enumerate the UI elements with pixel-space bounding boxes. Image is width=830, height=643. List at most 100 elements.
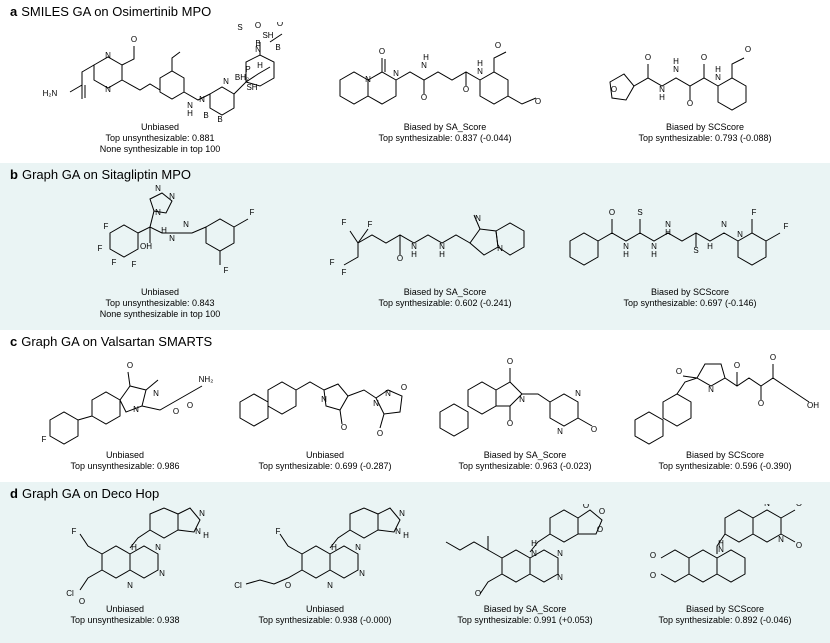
atom-label: N	[778, 535, 784, 544]
molecule-d4: NNHNOOOO Biased by SCScore Top synthesiz…	[625, 504, 825, 626]
atom-label: N	[133, 405, 139, 414]
atom-label: H	[331, 543, 337, 552]
atom-label: H	[423, 53, 429, 62]
atom-label: O	[79, 597, 85, 604]
caption-line: Top synthesizable: 0.596 (-0.390)	[658, 461, 792, 471]
atom-label: H	[187, 109, 193, 118]
atom-label: B	[255, 39, 260, 48]
atom-label: H	[665, 228, 671, 237]
caption-line: Unbiased	[140, 287, 180, 297]
caption-line: Unbiased	[305, 604, 345, 614]
atom-label: N	[255, 45, 261, 54]
atom-label: N	[359, 569, 365, 578]
atom-label: O	[397, 254, 403, 263]
atom-label: O	[535, 97, 541, 106]
atom-label: F	[72, 527, 77, 536]
atom-label: F	[112, 258, 117, 267]
atom-label: BH₂	[235, 73, 249, 82]
atom-label: F	[98, 244, 103, 253]
caption-line: Top unsynthesizable: 0.986	[70, 461, 180, 471]
atom-label: P	[245, 65, 250, 74]
atom-label: N	[395, 527, 401, 536]
atom-label: N	[155, 543, 161, 552]
caption-line: Top synthesizable: 0.837 (-0.044)	[378, 133, 512, 143]
atom-label: O	[127, 361, 133, 370]
atom-label: N	[169, 192, 175, 201]
atom-label: N	[127, 581, 133, 590]
atom-label: N	[327, 581, 333, 590]
atom-label: O	[650, 571, 656, 580]
atom-label: N	[105, 85, 111, 94]
atom-label: N	[665, 220, 671, 229]
atom-label: O	[341, 423, 347, 432]
atom-label: F	[784, 222, 789, 231]
atom-label: O	[131, 35, 137, 44]
atom-label: O	[495, 41, 501, 50]
caption-line: Unbiased	[105, 604, 145, 614]
atom-label: N	[673, 65, 679, 74]
structure-image: NNHNOOOO	[650, 504, 802, 583]
atom-label: F	[276, 527, 281, 536]
atom-label: O	[645, 53, 651, 62]
caption-line: Biased by SCScore	[685, 450, 765, 460]
atom-label: N	[169, 234, 175, 243]
atom-label: N	[411, 242, 417, 251]
caption-line: Unbiased	[305, 450, 345, 460]
atom-label: O	[609, 208, 615, 217]
atom-label: H	[707, 242, 713, 251]
atom-label: O	[377, 429, 383, 438]
caption-line: Biased by SA_Score	[483, 604, 567, 614]
atom-label: H	[477, 59, 483, 68]
caption-line: Top unsynthesizable: 0.938	[70, 615, 180, 625]
atom-label: O	[583, 504, 589, 510]
atom-label: O	[701, 53, 707, 62]
atom-label: O	[507, 419, 513, 428]
atom-label: O	[173, 407, 179, 416]
atom-label: F	[104, 222, 109, 231]
atom-label: O	[463, 85, 469, 94]
atom-label: N	[519, 395, 525, 404]
caption-line: Biased by SA_Score	[483, 450, 567, 460]
atom-label: H	[715, 65, 721, 74]
atom-label: OH	[140, 242, 152, 251]
caption-line: Top unsynthesizable: 0.881	[105, 133, 215, 143]
atom-label: O	[285, 581, 291, 590]
atom-label: O	[770, 353, 776, 362]
caption-line: Top synthesizable: 0.602 (-0.241)	[378, 298, 512, 308]
atom-label: H	[531, 539, 537, 548]
atom-label: N	[365, 75, 371, 84]
atom-label: O	[599, 507, 605, 516]
atom-label: H	[403, 531, 409, 540]
atom-label: H	[659, 93, 665, 102]
atom-label: O	[796, 541, 802, 550]
atom-label: F	[342, 218, 347, 227]
atom-label: N	[195, 527, 201, 536]
atom-label: N	[187, 101, 193, 110]
atom-label: N	[623, 242, 629, 251]
atom-label: N	[393, 69, 399, 78]
atom-label: F	[132, 260, 137, 269]
atom-label: B	[203, 111, 208, 120]
atom-label: N	[355, 543, 361, 552]
atom-label: S	[237, 23, 242, 32]
atom-label: H	[411, 250, 417, 259]
atom-label: N	[199, 509, 205, 518]
atom-label: F	[342, 268, 347, 277]
atom-label: O	[421, 93, 427, 102]
